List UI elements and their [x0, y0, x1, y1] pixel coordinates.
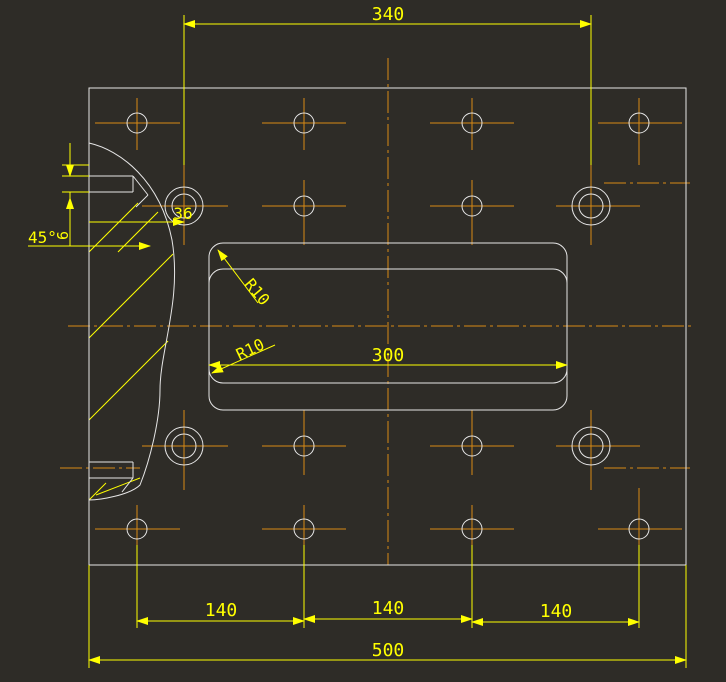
- dim-pitch-right: 140: [540, 601, 573, 622]
- small-holes: [126, 112, 650, 540]
- slot-inner: [208, 268, 568, 384]
- dim-chamfer-angle: 45°: [28, 228, 57, 247]
- dim-chamfer-depth: 6: [54, 231, 72, 240]
- dim-pitch-left: 140: [205, 600, 238, 621]
- hole: [126, 112, 148, 134]
- section-break-curve: [88, 142, 176, 501]
- hole: [628, 112, 650, 134]
- dimension-labels: 340 300 500 140 140 140 36 45° 6 R10 R10: [28, 4, 572, 661]
- hole: [461, 195, 483, 217]
- hole: [293, 435, 315, 457]
- dimension-lines: [28, 15, 687, 668]
- counterbore-holes: [164, 186, 611, 466]
- dim-slot-length: 300: [372, 345, 405, 366]
- part-outline: [88, 87, 687, 566]
- hole: [461, 112, 483, 134]
- hole: [461, 518, 483, 540]
- dim-overall-width: 500: [372, 640, 405, 661]
- hole: [461, 435, 483, 457]
- section-hatch: [88, 202, 174, 501]
- hole: [293, 518, 315, 540]
- hole: [628, 518, 650, 540]
- centerlines: [60, 58, 695, 565]
- plate-border: [88, 87, 687, 566]
- dim-pitch-middle: 140: [372, 598, 405, 619]
- hole: [126, 518, 148, 540]
- hole: [293, 195, 315, 217]
- hole-centermarks: [95, 98, 682, 560]
- hole: [293, 112, 315, 134]
- dim-top-span: 340: [372, 4, 405, 25]
- dim-bolt-offset: 36: [173, 204, 192, 223]
